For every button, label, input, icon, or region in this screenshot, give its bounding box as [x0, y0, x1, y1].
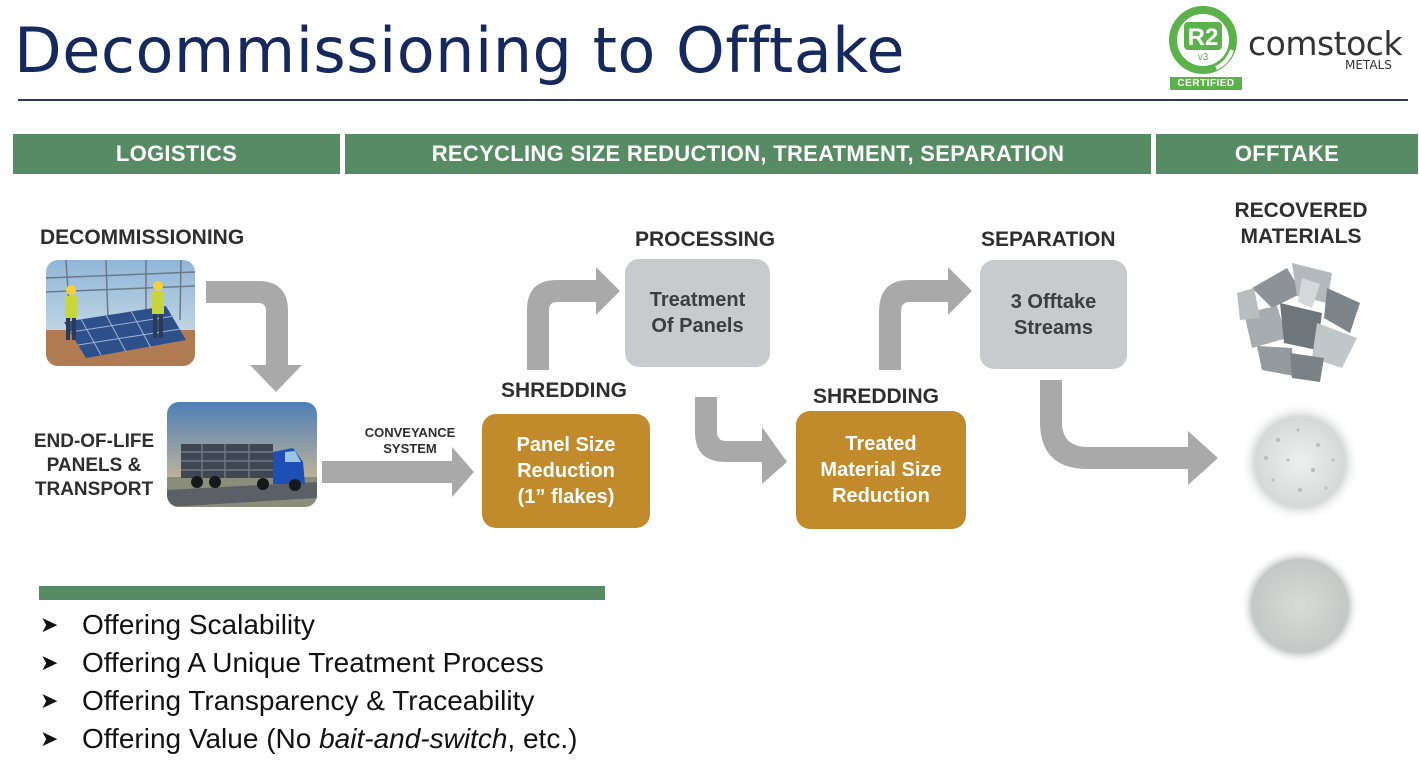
label-conveyance: CONVEYANCE SYSTEM [355, 425, 465, 457]
end-of-life-line-2: PANELS & [46, 455, 142, 476]
bullet-text-italic: bait-and-switch [319, 723, 508, 754]
decommissioning-photo [46, 260, 195, 366]
offtake-line-1: 3 Offtake [1010, 290, 1097, 313]
recovered-line-2: MATERIALS [1240, 225, 1362, 248]
treatment-line-2: Of Panels [651, 315, 744, 337]
label-recovered-materials: RECOVERED MATERIALS [1222, 198, 1380, 250]
bullet-text: Offering Scalability [82, 609, 315, 640]
r2-badge-text: R2 [1188, 24, 1219, 51]
transport-truck-photo [167, 402, 317, 507]
bullet-text-pre: Offering Value (No [82, 723, 320, 754]
end-of-life-line-3: TRANSPORT [34, 479, 154, 500]
arrowhead-bullet-icon: ➤ [40, 688, 59, 713]
brand-name: comstock [1248, 24, 1403, 63]
arrow-separation-to-offtake [1040, 380, 1218, 485]
list-item: ➤ Offering Scalability [40, 606, 577, 644]
arrowhead-bullet-icon: ➤ [40, 726, 59, 751]
recovered-glass-cullet-image [1240, 402, 1360, 522]
treated-line-3: Reduction [832, 485, 930, 507]
treated-line-1: Treated [845, 433, 917, 455]
box-treatment-of-panels: Treatment Of Panels [625, 259, 770, 367]
recovered-line-1: RECOVERED [1234, 199, 1368, 222]
r2-certified-logo: R2 v3 [1169, 6, 1237, 74]
band-offtake: OFFTAKE [1156, 134, 1418, 174]
arrow-conveyance [322, 447, 474, 497]
bullets-accent-bar [39, 586, 605, 600]
label-decommissioning: DECOMMISSIONING [40, 226, 245, 249]
label-processing: PROCESSING [635, 228, 776, 251]
r2-version: v3 [1198, 52, 1209, 63]
bullet-text: Offering Transparency & Traceability [82, 685, 535, 716]
panel-line-2: Reduction [517, 460, 615, 482]
label-shredding-2: SHREDDING [813, 385, 940, 408]
bullet-text-post: , etc.) [507, 723, 578, 754]
treatment-line-1: Treatment [649, 289, 746, 311]
box-offtake-streams: 3 Offtake Streams [980, 260, 1127, 369]
list-item: ➤ Offering Value (No bait-and-switch, etc… [40, 720, 577, 758]
arrow-shred-to-processing [527, 267, 620, 370]
bullet-text: Offering A Unique Treatment Process [82, 647, 544, 678]
box-panel-size-reduction: Panel Size Reduction (1” flakes) [482, 414, 650, 528]
end-of-life-line-1: END-OF-LIFE [33, 431, 155, 452]
brand-sub: METALS [1345, 58, 1392, 72]
arrowhead-bullet-icon: ➤ [40, 650, 59, 675]
offerings-list: ➤ Offering Scalability ➤ Offering A Unique… [40, 606, 577, 758]
box-treated-material-size-reduction: Treated Material Size Reduction [796, 411, 966, 529]
list-item: ➤ Offering A Unique Treatment Process [40, 644, 577, 682]
arrow-processing-to-shred [695, 397, 787, 484]
title-divider [18, 99, 1408, 101]
label-shredding-1: SHREDDING [501, 379, 628, 402]
r2-ring-icon [1169, 6, 1237, 74]
arrow-decom-to-transport [206, 281, 302, 392]
panel-line-3: (1” flakes) [517, 486, 615, 508]
treated-line-2: Material Size [820, 459, 942, 481]
label-separation: SEPARATION [981, 228, 1116, 251]
offtake-line-2: Streams [1014, 316, 1093, 339]
label-end-of-life: END-OF-LIFE PANELS & TRANSPORT [26, 430, 162, 502]
recovered-metal-flakes-image [1237, 263, 1360, 382]
band-logistics: LOGISTICS [13, 134, 340, 174]
band-recycling: RECYCLING SIZE REDUCTION, TREATMENT, SEP… [345, 134, 1151, 174]
certified-tag: CERTIFIED [1170, 77, 1242, 90]
list-item: ➤ Offering Transparency & Traceability [40, 682, 577, 720]
page-title: Decommissioning to Offtake [14, 14, 906, 87]
conveyance-line-2: SYSTEM [383, 441, 437, 456]
arrow-shred-to-separation [879, 267, 972, 370]
conveyance-line-1: CONVEYANCE [364, 425, 456, 440]
recovered-powder-image [1240, 548, 1360, 664]
panel-line-1: Panel Size [516, 434, 616, 456]
arrowhead-bullet-icon: ➤ [40, 612, 59, 637]
